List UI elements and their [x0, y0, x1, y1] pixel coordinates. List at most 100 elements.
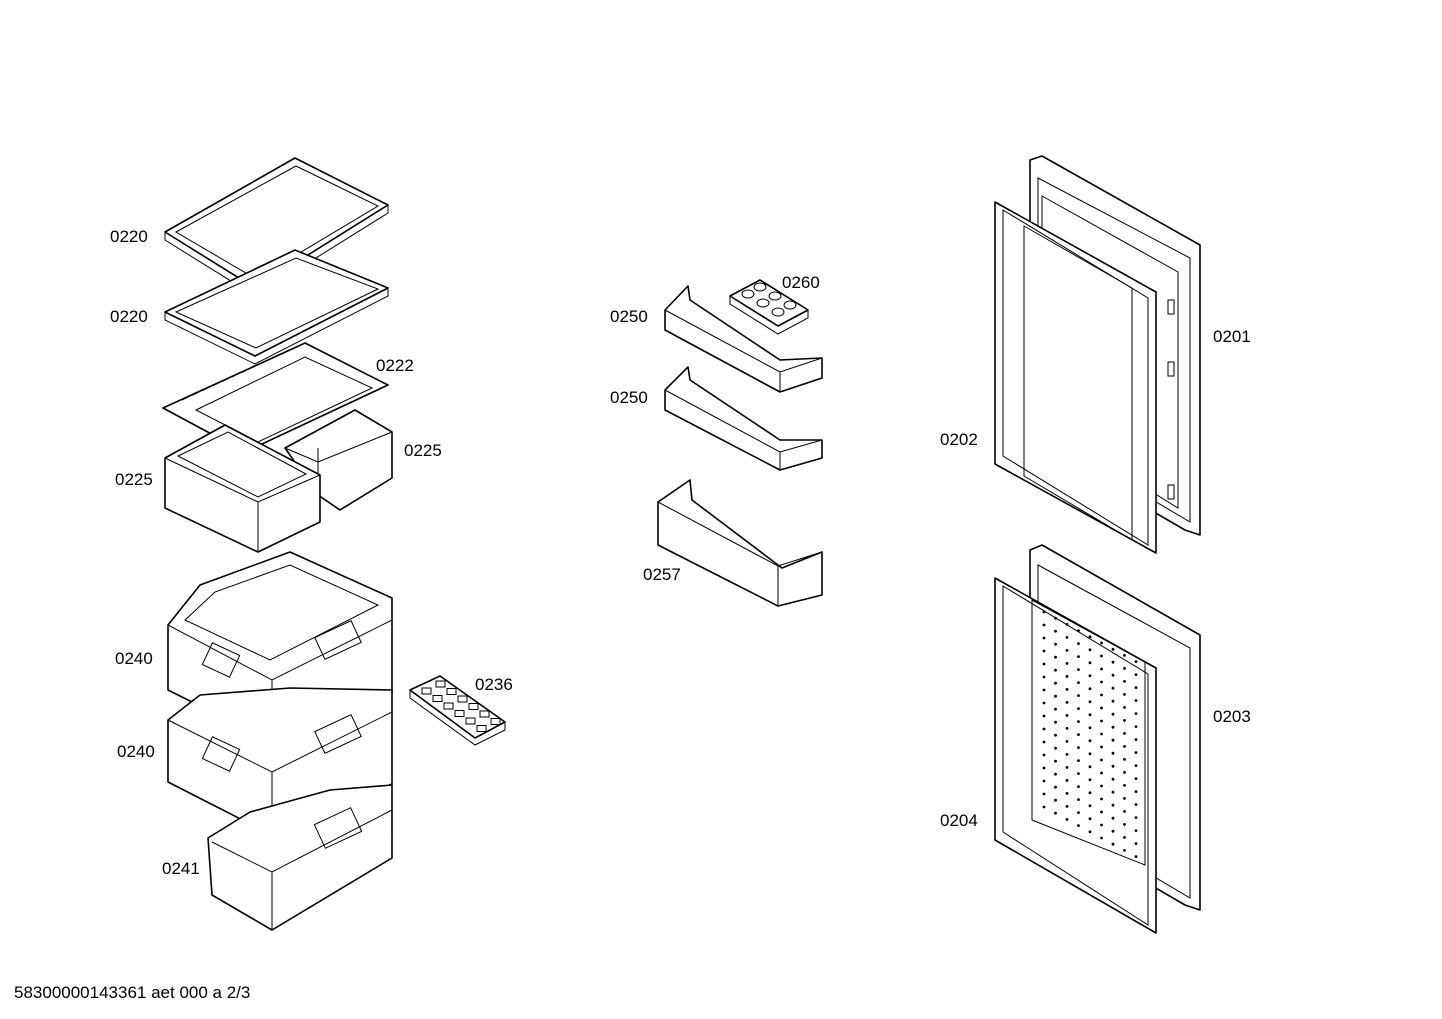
- egg-cup: [741, 289, 755, 299]
- egg-cup: [753, 282, 767, 292]
- label-0225-right: 0225: [404, 441, 442, 460]
- door-dot: [1111, 699, 1115, 703]
- door-dot: [1077, 707, 1080, 710]
- door-dot: [1134, 699, 1138, 702]
- door-dot: [1100, 836, 1103, 840]
- crisper-box-0225-left: [164, 424, 321, 553]
- door-dot: [1134, 803, 1138, 806]
- door-dot: [1134, 855, 1138, 858]
- door-dot: [1065, 714, 1069, 717]
- door-dot: [1042, 623, 1046, 627]
- door-dot: [1100, 641, 1103, 645]
- door-dot: [1123, 732, 1126, 735]
- label-0250-bottom: 0250: [610, 388, 648, 407]
- door-dot: [1077, 798, 1080, 801]
- door-dot: [1042, 779, 1046, 783]
- door-dot: [1077, 772, 1080, 775]
- door-dot: [1065, 818, 1069, 821]
- door-dot: [1134, 660, 1138, 663]
- door-dot: [1077, 629, 1080, 632]
- door-dot: [1054, 785, 1057, 789]
- door-dot: [1077, 811, 1080, 814]
- door-dot: [1077, 642, 1080, 645]
- door-dot: [1042, 792, 1046, 796]
- door-dot: [1123, 654, 1126, 657]
- bottle-rack-0257: [657, 479, 823, 607]
- door-dot: [1100, 745, 1103, 749]
- door-dot: [1111, 777, 1115, 781]
- door-dot: [1111, 738, 1115, 742]
- door-dot: [1054, 668, 1057, 672]
- freezer-drawer-0241-bottom: [207, 784, 393, 931]
- door-dot: [1134, 816, 1138, 819]
- door-dot: [1065, 805, 1069, 808]
- door-dot: [1042, 805, 1046, 809]
- door-dot: [1042, 649, 1046, 653]
- door-dot: [1054, 642, 1057, 646]
- door-dot: [1123, 836, 1126, 839]
- door-dot: [1054, 759, 1057, 763]
- door-dot: [1054, 798, 1057, 802]
- ice-cell: [421, 687, 432, 695]
- label-0203: 0203: [1213, 707, 1251, 726]
- door-dot: [1088, 752, 1092, 756]
- door-dot: [1077, 733, 1080, 736]
- door-dot: [1088, 778, 1092, 782]
- door-dot: [1088, 700, 1092, 704]
- door-dot: [1100, 771, 1103, 775]
- door-dot: [1134, 777, 1138, 780]
- ice-cell: [479, 710, 490, 718]
- door-dot: [1088, 661, 1092, 665]
- door-dot: [1054, 629, 1057, 633]
- door-dot: [1054, 616, 1057, 620]
- door-dot: [1077, 655, 1080, 658]
- door-dot: [1134, 725, 1138, 728]
- door-dot: [1065, 701, 1069, 704]
- document-footer-code: 58300000143361 aet 000 a 2/3: [14, 983, 250, 1002]
- vent-slot: [231, 372, 241, 378]
- vent-slot: [191, 390, 201, 396]
- door-dot: [1100, 693, 1103, 697]
- door-dot: [1088, 830, 1092, 834]
- door-dot: [1123, 719, 1126, 722]
- door-dot: [1065, 792, 1069, 795]
- door-dot: [1111, 647, 1115, 651]
- egg-cup: [768, 291, 782, 301]
- door-dot: [1100, 823, 1103, 827]
- door-rack-0250-top: [664, 285, 823, 393]
- ice-cell: [490, 718, 501, 725]
- door-dot: [1077, 720, 1080, 723]
- door-dot: [1065, 688, 1069, 691]
- door-dot: [1100, 784, 1103, 788]
- door-dot: [1065, 766, 1069, 769]
- door-dot: [1123, 810, 1126, 813]
- door-dot: [1042, 675, 1046, 679]
- label-0257: 0257: [643, 565, 681, 584]
- door-dot: [1111, 803, 1115, 807]
- door-dot: [1054, 681, 1057, 685]
- vent-slot: [271, 354, 281, 360]
- glass-shelf-0220-second: [164, 249, 389, 365]
- door-dot: [1123, 706, 1126, 709]
- label-0236: 0236: [475, 675, 513, 694]
- ice-cell: [446, 688, 457, 695]
- door-dot: [1134, 712, 1138, 715]
- door-dot: [1111, 764, 1115, 768]
- door-rack-0250-bottom: [664, 366, 823, 471]
- egg-cup: [783, 300, 797, 310]
- vent-slot: [291, 344, 301, 350]
- ice-cell: [465, 717, 476, 725]
- door-dot: [1134, 790, 1138, 793]
- label-0220-top: 0220: [110, 227, 148, 246]
- ice-cell: [435, 680, 446, 688]
- vent-slot: [211, 381, 221, 387]
- door-dot: [1123, 849, 1126, 852]
- door-dot: [1123, 784, 1126, 787]
- ice-cell: [457, 695, 468, 703]
- door-dot: [1088, 739, 1092, 743]
- door-dot: [1065, 623, 1069, 626]
- door-dot: [1088, 791, 1092, 795]
- door-dot: [1111, 712, 1115, 716]
- door-dot: [1042, 662, 1046, 666]
